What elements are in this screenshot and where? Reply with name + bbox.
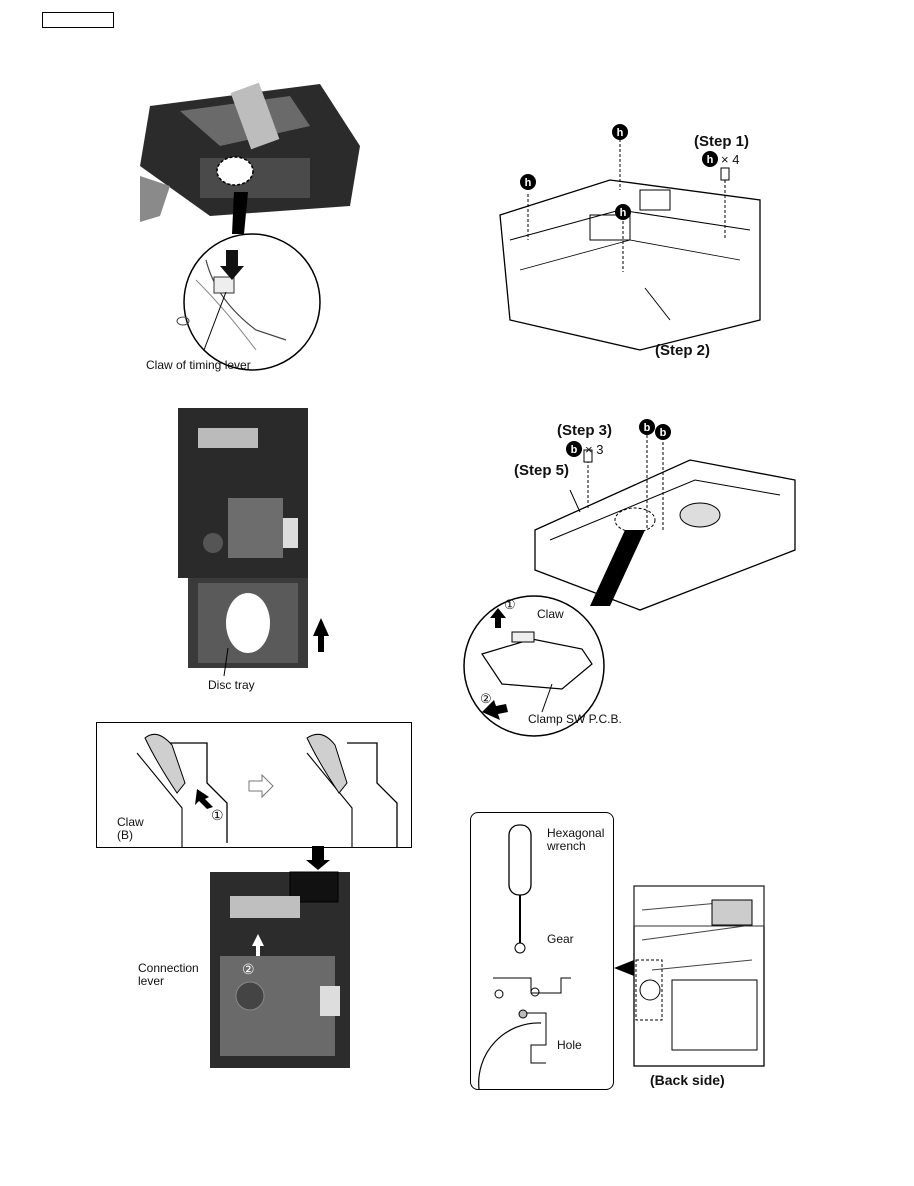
timing-lever-label: Claw of timing lever bbox=[146, 358, 251, 372]
page-header-box bbox=[42, 12, 114, 28]
svg-text:h: h bbox=[617, 127, 624, 139]
detail-magnifier bbox=[176, 192, 321, 371]
screw-b-icon: b bbox=[655, 424, 671, 440]
loader-drawing bbox=[534, 435, 796, 611]
step-1-label: (Step 1) bbox=[694, 133, 750, 150]
svg-text:b: b bbox=[571, 444, 578, 456]
screw-b-icon: b bbox=[566, 441, 582, 457]
circle-2: ② bbox=[480, 691, 492, 706]
gear-label: Gear bbox=[547, 932, 574, 946]
disc-tray-photo bbox=[178, 408, 329, 676]
wrench-detail-frame: Hexagonal wrench Gear Hole bbox=[470, 812, 614, 1090]
claw-detail-frame: Claw (B) ① bbox=[96, 722, 412, 848]
connection-lever-photo bbox=[210, 846, 350, 1068]
clamp-sw-pcb-label: Clamp SW P.C.B. bbox=[528, 712, 622, 726]
svg-text:h: h bbox=[525, 177, 532, 189]
screw-h-marker bbox=[612, 124, 628, 140]
chassis-drawing: h h h bbox=[499, 124, 761, 351]
claw-b-label: Claw (B) bbox=[117, 815, 144, 842]
connection-lever-label: Connection lever bbox=[138, 961, 199, 988]
svg-text:b: b bbox=[660, 427, 667, 439]
screw-h-marker bbox=[615, 204, 631, 220]
screw-h-marker bbox=[520, 174, 536, 190]
screw-b-icon: b bbox=[639, 419, 655, 435]
hexagonal-wrench-label: Hexagonal wrench bbox=[547, 826, 605, 853]
step-5-label: (Step 5) bbox=[514, 462, 570, 479]
circle-1: ① bbox=[504, 597, 516, 612]
back-side-photo bbox=[614, 885, 765, 1067]
screw-b-count: × 3 bbox=[585, 442, 604, 457]
hole-label: Hole bbox=[557, 1038, 582, 1052]
disc-tray-label: Disc tray bbox=[208, 678, 255, 692]
svg-text:h: h bbox=[707, 154, 714, 166]
svg-text:h: h bbox=[620, 207, 627, 219]
step-2-label: (Step 2) bbox=[655, 342, 711, 359]
screw-h-icon: h bbox=[702, 151, 718, 167]
step-1-circle: ① bbox=[211, 807, 224, 823]
mechanism-photo bbox=[140, 66, 362, 222]
screw-h-count: × 4 bbox=[721, 152, 740, 167]
clamp-sw-magnifier bbox=[463, 595, 605, 737]
step-3-label: (Step 3) bbox=[557, 422, 613, 439]
step-2-circle: ② bbox=[242, 961, 255, 977]
svg-text:b: b bbox=[644, 422, 651, 434]
clamp-claw-label: Claw bbox=[537, 607, 564, 621]
back-side-label: (Back side) bbox=[650, 1072, 725, 1088]
